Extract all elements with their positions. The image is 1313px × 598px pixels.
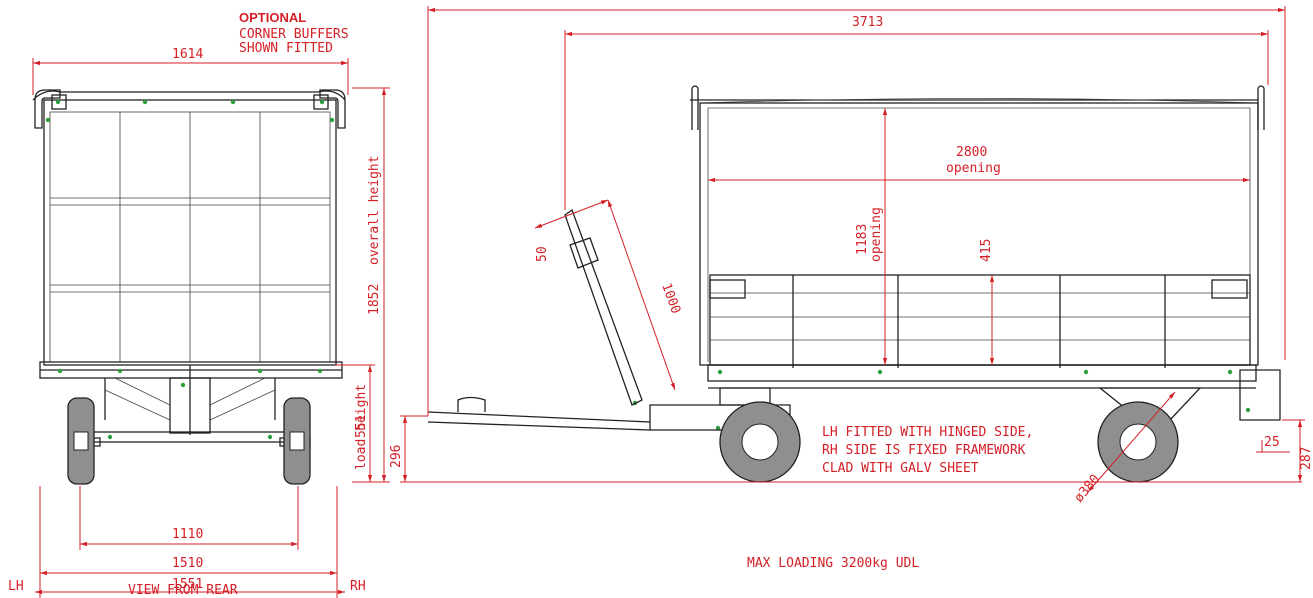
note-line-2: RH SIDE IS FIXED FRAMEWORK — [822, 443, 1026, 458]
rear-dimensions — [32, 58, 390, 598]
optional-label: OPTIONAL — [239, 10, 306, 25]
dim-track-inner: 1110 — [172, 527, 203, 542]
dim-width: 1551 — [172, 577, 203, 592]
dim-opening-width-label: opening — [946, 161, 1001, 176]
dim-load-height-value: 551 — [354, 415, 369, 438]
optional-line-2: SHOWN FITTED — [239, 41, 333, 56]
dim-overall-height-value: 1852 — [367, 284, 382, 315]
side-view: 3713 2800 opening 1183 opening 415 50 10… — [389, 6, 1313, 571]
dim-total-length: 3713 — [852, 15, 883, 30]
side-body — [690, 85, 1265, 389]
dim-load-height-label: load height — [354, 384, 369, 470]
side-chassis — [427, 208, 1281, 431]
dim-drawbar-length: 1000 — [658, 281, 683, 316]
rear-view: OPTIONAL CORNER BUFFERS SHOWN FITTED 161… — [8, 10, 390, 598]
rear-bolts — [45, 99, 335, 440]
dim-drawbar-height: 296 — [389, 445, 404, 468]
side-dimensions — [400, 6, 1305, 493]
note-line-1: LH FITTED WITH HINGED SIDE, — [822, 425, 1033, 440]
optional-line-1: CORNER BUFFERS — [239, 27, 349, 42]
rear-view-caption: VIEW FROM REAR — [128, 583, 238, 598]
max-loading-label: MAX LOADING 3200kg UDL — [747, 556, 919, 571]
dim-ground-clearance: 287 — [1299, 447, 1313, 470]
dim-side-height: 415 — [979, 239, 994, 262]
lh-label: LH — [8, 579, 24, 594]
dim-opening-height-value: 1183 — [855, 224, 870, 255]
note-line-3: CLAD WITH GALV SHEET — [822, 461, 979, 476]
dim-overall-height-label: overall height — [367, 155, 382, 265]
corner-buffers — [34, 89, 346, 129]
dim-top-width: 1614 — [172, 47, 203, 62]
rh-label: RH — [350, 579, 366, 594]
dim-opening-height-label: opening — [869, 207, 884, 262]
dim-track-outer: 1510 — [172, 556, 203, 571]
dim-drawbar-offset: 50 — [535, 246, 550, 262]
dim-wheel-diameter: ø380 — [1072, 472, 1104, 506]
rear-body-frame — [32, 90, 346, 379]
dim-opening-width-value: 2800 — [956, 145, 987, 160]
dim-buffer-step: 25 — [1264, 435, 1280, 450]
rear-wheels — [67, 397, 311, 485]
rear-chassis — [69, 365, 311, 447]
